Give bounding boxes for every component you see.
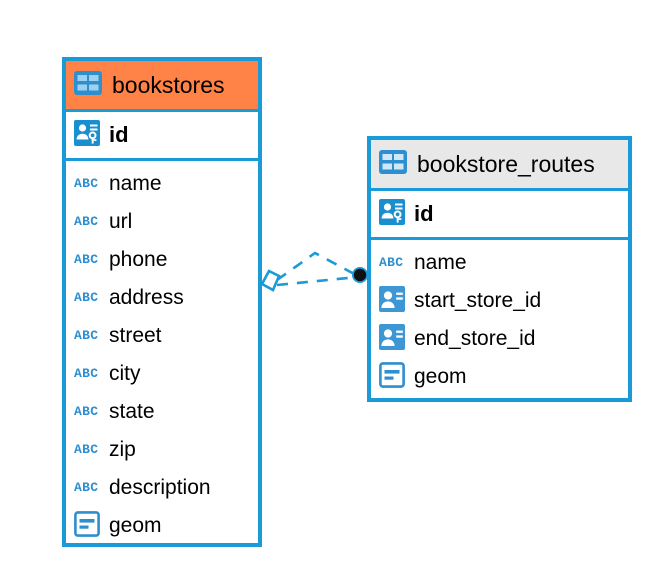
filled-circle-marker xyxy=(353,268,367,282)
svg-text:ABC: ABC xyxy=(74,442,98,457)
entity-header-bookstores[interactable]: bookstores xyxy=(66,61,258,109)
entity-bookstores[interactable]: bookstores id xyxy=(62,57,262,547)
field-row-geom[interactable]: geom xyxy=(371,358,628,396)
abc-text-icon: ABC xyxy=(74,210,100,235)
field-label-id: id xyxy=(109,122,129,147)
field-label-name: name xyxy=(414,251,467,274)
entity-header-bookstore-routes[interactable]: bookstore_routes xyxy=(371,140,628,188)
field-row-name[interactable]: ABC name xyxy=(371,244,628,282)
abc-text-icon: ABC xyxy=(74,476,100,501)
entity-title-bookstores: bookstores xyxy=(112,71,225,98)
field-row-description[interactable]: ABC description xyxy=(66,469,258,507)
svg-text:ABC: ABC xyxy=(74,214,98,229)
abc-text-icon: ABC xyxy=(74,362,100,387)
svg-text:ABC: ABC xyxy=(74,176,98,191)
abc-text-icon: ABC xyxy=(74,324,100,349)
table-icon xyxy=(74,70,102,100)
primary-key-section-bookstore-routes: id xyxy=(371,188,628,240)
field-label-city: city xyxy=(109,362,141,385)
field-row-id[interactable]: id xyxy=(371,191,628,237)
target-marker-ring xyxy=(352,267,368,283)
foreign-key-icon xyxy=(379,285,405,317)
field-label-zip: zip xyxy=(109,438,136,461)
field-label-phone: phone xyxy=(109,248,168,271)
field-label-address: address xyxy=(109,286,184,309)
relationship-line-upper xyxy=(276,251,359,282)
svg-text:ABC: ABC xyxy=(74,290,98,305)
field-label-end-store-id: end_store_id xyxy=(414,327,536,350)
field-row-address[interactable]: ABC address xyxy=(66,279,258,317)
foreign-key-icon xyxy=(379,323,405,355)
fields-section-bookstore-routes: ABC name start_store_id xyxy=(371,240,628,396)
svg-text:ABC: ABC xyxy=(74,328,98,343)
field-label-start-store-id: start_store_id xyxy=(414,289,542,312)
field-label-url: url xyxy=(109,210,133,233)
field-label-state: state xyxy=(109,400,155,423)
abc-text-icon: ABC xyxy=(74,248,100,273)
field-row-geom[interactable]: geom xyxy=(66,507,258,545)
field-row-id[interactable]: id xyxy=(66,112,258,158)
relationship-connector[interactable] xyxy=(255,240,385,320)
abc-text-icon: ABC xyxy=(74,172,100,197)
entity-bookstore-routes[interactable]: bookstore_routes id xyxy=(367,136,632,402)
field-row-zip[interactable]: ABC zip xyxy=(66,431,258,469)
fields-section-bookstores: ABC name ABC url ABC p xyxy=(66,161,258,545)
field-label-geom: geom xyxy=(109,514,162,537)
abc-text-icon: ABC xyxy=(379,251,405,276)
svg-text:ABC: ABC xyxy=(74,252,98,267)
field-label-id: id xyxy=(414,201,434,226)
field-row-name[interactable]: ABC name xyxy=(66,165,258,203)
primary-key-icon xyxy=(74,119,100,151)
field-row-end-store-id[interactable]: end_store_id xyxy=(371,320,628,358)
svg-text:ABC: ABC xyxy=(74,480,98,495)
field-row-url[interactable]: ABC url xyxy=(66,203,258,241)
relationship-line-lower xyxy=(276,275,359,287)
field-row-phone[interactable]: ABC phone xyxy=(66,241,258,279)
field-label-description: description xyxy=(109,476,211,499)
field-row-city[interactable]: ABC city xyxy=(66,355,258,393)
svg-text:ABC: ABC xyxy=(379,255,403,270)
hollow-diamond-marker xyxy=(260,269,281,292)
abc-text-icon: ABC xyxy=(74,438,100,463)
geometry-icon xyxy=(74,510,100,542)
primary-key-icon xyxy=(379,198,405,230)
table-icon xyxy=(379,149,407,179)
abc-text-icon: ABC xyxy=(74,400,100,425)
field-row-street[interactable]: ABC street xyxy=(66,317,258,355)
field-row-state[interactable]: ABC state xyxy=(66,393,258,431)
entity-title-bookstore-routes: bookstore_routes xyxy=(417,150,595,177)
field-label-geom: geom xyxy=(414,365,467,388)
primary-key-section-bookstores: id xyxy=(66,109,258,161)
field-row-start-store-id[interactable]: start_store_id xyxy=(371,282,628,320)
geometry-icon xyxy=(379,361,405,393)
svg-text:ABC: ABC xyxy=(74,404,98,419)
field-label-street: street xyxy=(109,324,162,347)
field-label-name: name xyxy=(109,172,162,195)
svg-text:ABC: ABC xyxy=(74,366,98,381)
abc-text-icon: ABC xyxy=(74,286,100,311)
